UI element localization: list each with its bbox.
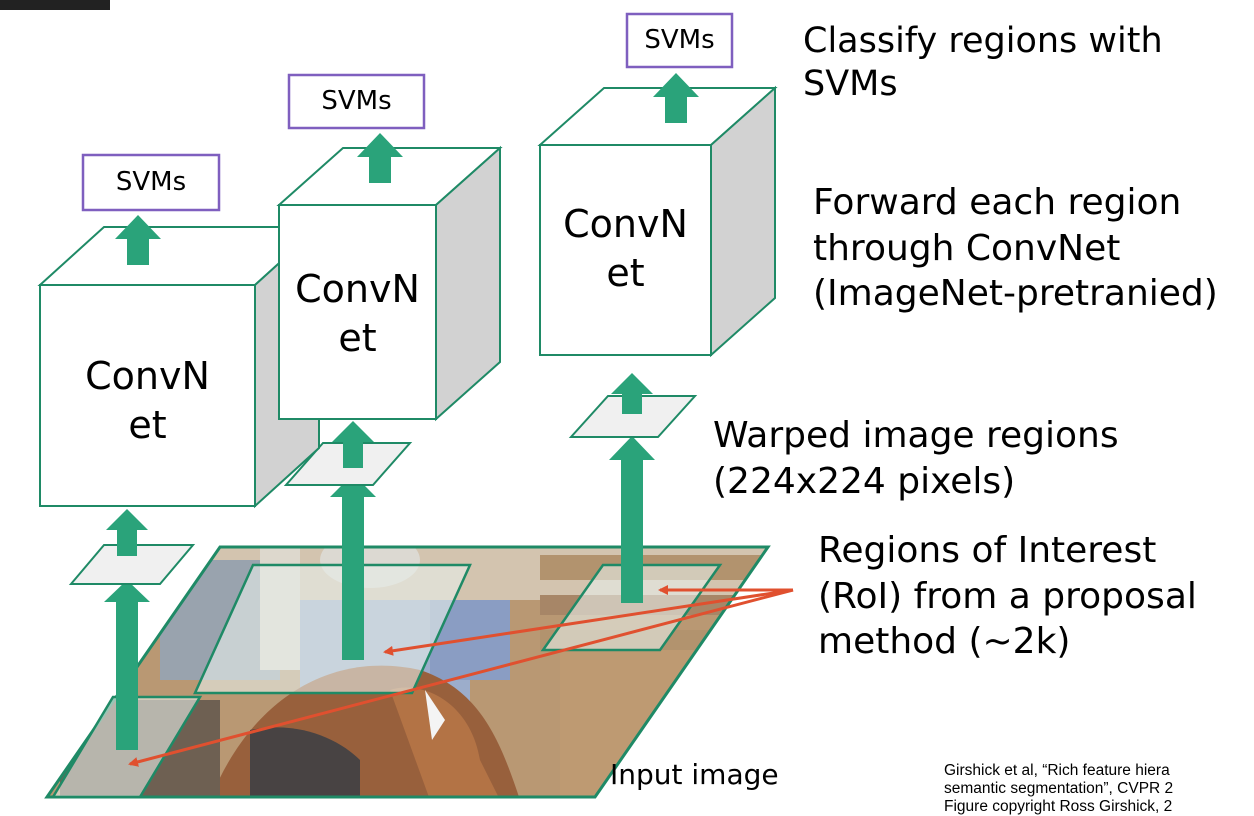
annotation-roi-line3: method (~2k) (818, 621, 1071, 663)
convnet-label-right-line2: et (606, 251, 645, 296)
citation: Girshick et al, “Rich feature hiera sema… (944, 762, 1173, 816)
arrow-patch-to-convnet-right (611, 373, 653, 414)
annotation-classify-line2: SVMs (803, 64, 898, 105)
convnet-label-middle-line1: ConvN (295, 267, 420, 311)
arrow-roi-to-patch-left (104, 580, 150, 750)
annotation-forward-line3: (ImageNet-pretranied) (813, 273, 1218, 315)
annotation-roi: Regions of Interest (RoI) from a proposa… (818, 528, 1197, 665)
roi-pointer-arrows (128, 585, 794, 767)
annotation-classify-line1: Classify regions with (803, 21, 1163, 61)
convnet-cube-left (37, 224, 322, 509)
convnet-label-left: ConvN et (40, 352, 255, 451)
arrow-convnet-to-svm-left (115, 215, 161, 265)
convnet-label-right: ConvN et (540, 200, 711, 299)
citation-line1: Girshick et al, “Rich feature hiera (944, 762, 1170, 779)
annotation-forward: Forward each region through ConvNet (Ima… (813, 180, 1218, 317)
svm-box-right (625, 12, 734, 69)
arrow-patch-to-convnet-left (106, 509, 148, 556)
annotation-classify: Classify regions with SVMs (803, 20, 1163, 107)
warped-patch-right (568, 395, 698, 438)
roi-box-large (193, 563, 472, 695)
svm-label-right: SVMs (644, 25, 715, 55)
arrow-roi-to-patch-right (609, 436, 655, 603)
convnet-label-middle: ConvN et (279, 265, 436, 364)
input-image-label: Input image (610, 758, 779, 791)
convnet-label-right-line1: ConvN (563, 202, 688, 246)
citation-line3: Figure copyright Ross Girshick, 2 (944, 798, 1173, 815)
convnet-cube-middle (276, 145, 503, 422)
annotation-roi-line2: (RoI) from a proposal (818, 575, 1197, 617)
arrow-patch-to-convnet-middle (332, 421, 374, 468)
svm-label-left: SVMs (115, 167, 187, 197)
convnet-label-middle-line2: et (338, 316, 377, 361)
annotation-forward-line2: through ConvNet (813, 227, 1121, 269)
roi-box-right (540, 563, 723, 652)
corner-fragment (0, 0, 110, 10)
svm-box-middle (287, 73, 426, 130)
convnet-label-left-line1: ConvN (85, 354, 210, 398)
annotation-warped-line1: Warped image regions (713, 415, 1119, 456)
annotation-warped: Warped image regions (224x224 pixels) (713, 413, 1119, 504)
annotation-warped-line2: (224x224 pixels) (713, 460, 1016, 502)
warped-patch-left (68, 544, 196, 585)
convnet-label-left-line2: et (128, 403, 167, 448)
svm-label-middle: SVMs (321, 86, 392, 116)
citation-line2: semantic segmentation”, CVPR 2 (944, 780, 1174, 797)
convnet-cube-right (537, 85, 778, 358)
arrow-convnet-to-svm-middle (357, 133, 403, 183)
svm-box-left (81, 153, 221, 212)
annotation-roi-line1: Regions of Interest (818, 530, 1157, 571)
annotation-forward-line1: Forward each region (813, 182, 1182, 223)
arrow-convnet-to-svm-right (653, 73, 699, 123)
